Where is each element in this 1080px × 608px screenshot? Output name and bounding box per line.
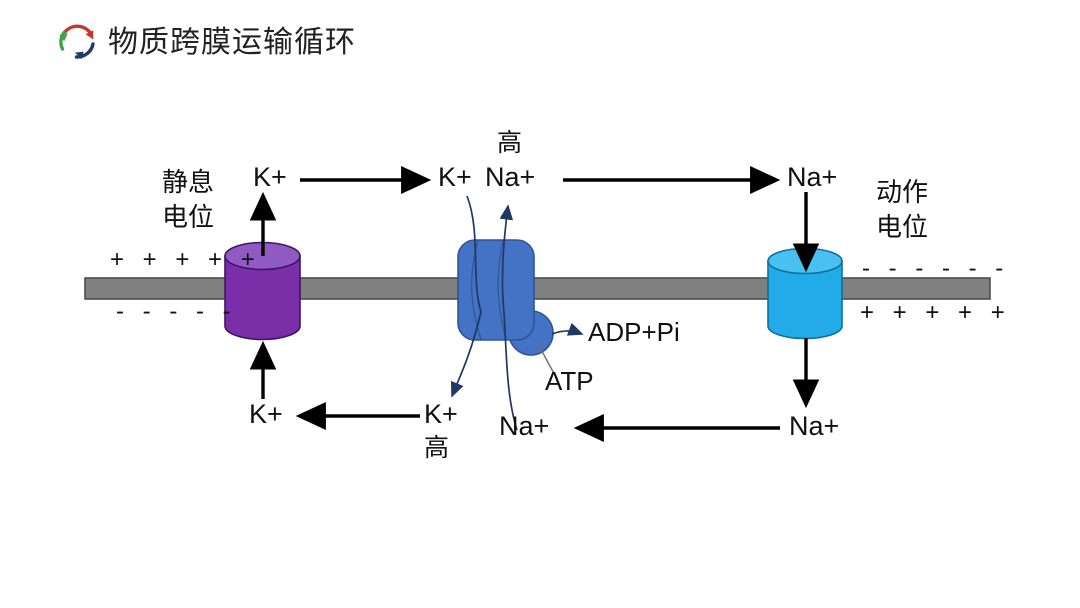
sodium-potassium-pump-shape [457, 239, 554, 356]
label-na-top-center: Na+ [485, 162, 536, 192]
label-atp: ATP [545, 366, 594, 396]
action-potential-caption-line2: 电位 [875, 213, 928, 243]
label-na-bottom-right: Na+ [789, 411, 840, 441]
recycle-circular-arrows-icon [56, 19, 100, 63]
label-na-bottom-center: Na+ [499, 411, 550, 441]
label-k-top-left: K+ [253, 162, 287, 192]
right-inside-charges: + + + + + [860, 299, 1011, 326]
label-na-top-right: Na+ [787, 162, 838, 192]
label-k-top-center: K+ [438, 162, 472, 192]
page-title: 物质跨膜运输循环 [108, 25, 356, 60]
action-potential-caption-line1: 动作 [875, 178, 928, 208]
slide-header: 物质跨膜运输循环 [0, 0, 1080, 92]
curve-na-through-pump [499, 204, 518, 431]
left-outside-charges: + + + + + [110, 246, 261, 273]
label-k-bottom-center: K+ [424, 399, 458, 429]
cell-membrane [84, 277, 991, 300]
label-high-bottom-center: 高 [424, 433, 450, 462]
label-k-bottom-left: K+ [249, 399, 283, 429]
curve-k-through-pump [450, 195, 482, 398]
curve-atp-to-pump [537, 343, 558, 379]
resting-potential-caption-line1: 静息 [161, 168, 214, 198]
right-outside-charges: - - - - - - [862, 255, 1010, 282]
arrow-pump-to-adp [551, 322, 584, 336]
left-inside-charges: - - - - - [116, 298, 237, 325]
label-high-top-center: 高 [497, 128, 523, 157]
resting-potential-caption-line2: 电位 [161, 203, 214, 233]
label-adp-pi: ADP+Pi [588, 317, 680, 347]
